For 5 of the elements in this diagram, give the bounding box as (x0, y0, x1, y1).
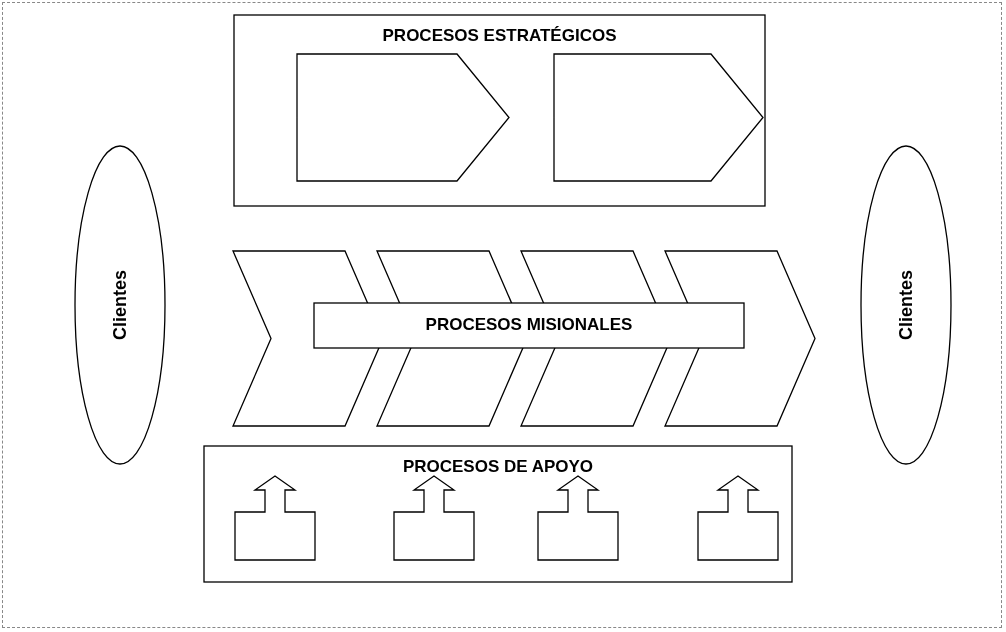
section-title: PROCESOS ESTRATÉGICOS (382, 26, 617, 46)
client-label: Clientes (895, 270, 917, 340)
client-label: Clientes (109, 270, 131, 340)
section-title: PROCESOS DE APOYO (402, 457, 594, 477)
section-title: PROCESOS MISIONALES (425, 315, 633, 335)
